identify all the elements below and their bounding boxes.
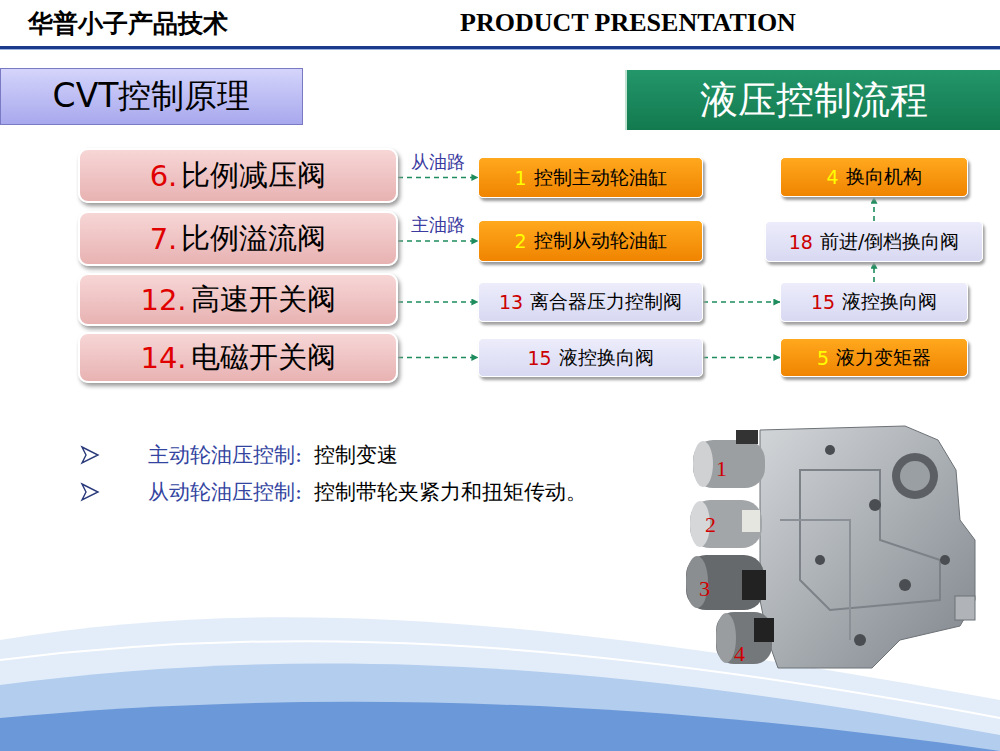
component-box: 1 控制主动轮油缸 [478, 157, 703, 198]
box-label: 离合器压力控制阀 [530, 289, 682, 315]
valve-box: 6.比例减压阀 [78, 148, 398, 203]
item-number: 14. [140, 341, 186, 375]
valve-box: 18 前进/倒档换向阀 [765, 221, 983, 262]
note-heading: 从动轮油压控制: [148, 480, 302, 504]
flow-arrow [873, 262, 875, 282]
item-number: 13 [499, 291, 523, 313]
note-text: 控制变速 [314, 443, 398, 467]
box-label: 液控换向阀 [559, 345, 654, 371]
box-label: 液压控制流程 [700, 75, 928, 126]
item-number: 7. [150, 222, 178, 256]
component-box: 5 液力变矩器 [780, 338, 968, 377]
box-label: 比例溢流阀 [181, 219, 326, 259]
note-text: 控制带轮夹紧力和扭矩传动。 [314, 480, 587, 504]
flow-arrow [873, 197, 875, 221]
item-number: 12. [140, 283, 186, 317]
box-label: 液控换向阀 [842, 289, 937, 315]
bullet-note: 从动轮油压控制: 控制带轮夹紧力和扭矩传动。 [148, 473, 588, 511]
item-number: 18 [789, 231, 813, 253]
component-box: 2 控制从动轮油缸 [478, 220, 703, 262]
flow-arrow [703, 301, 780, 303]
box-label: 高速开关阀 [191, 280, 336, 320]
box-label: 控制主动轮油缸 [534, 165, 667, 191]
box-label: 前进/倒档换向阀 [820, 229, 959, 255]
valve-body-photo [686, 426, 975, 668]
item-number: 6. [150, 159, 178, 193]
bullet-note: 主动轮油压控制: 控制变速 [148, 436, 618, 474]
box-label: 液力变矩器 [836, 345, 931, 371]
item-number: 1 [514, 167, 526, 189]
callout-number: 1 [716, 458, 727, 480]
valve-box: 13 离合器压力控制阀 [478, 282, 703, 322]
valve-box: 15 液控换向阀 [478, 338, 703, 377]
flow-arrow [703, 357, 780, 359]
section-title-box: 液压控制流程 [625, 70, 1000, 130]
flow-arrow [398, 357, 478, 359]
item-number: 15 [811, 291, 835, 313]
bullet-arrows [82, 447, 98, 500]
note-heading: 主动轮油压控制: [148, 443, 302, 467]
component-box: 4 换向机构 [780, 157, 968, 197]
flow-arrow [398, 240, 478, 242]
callout-number: 4 [734, 643, 745, 665]
header-title: 华普小子产品技术 [28, 7, 228, 40]
oil-line-label: 从油路 [411, 151, 465, 173]
item-number: 15 [527, 347, 551, 369]
oil-line-label: 主油路 [411, 214, 465, 236]
item-number: 4 [826, 166, 838, 188]
callout-number: 3 [699, 578, 710, 600]
box-label: 换向机构 [846, 164, 922, 190]
callout-number: 2 [705, 514, 716, 536]
valve-box: 14.电磁开关阀 [78, 332, 398, 383]
valve-box: 15 液控换向阀 [780, 282, 968, 322]
item-number: 2 [514, 230, 526, 252]
header-title: PRODUCT PRESENTATION [460, 8, 796, 38]
box-label: CVT控制原理 [53, 74, 251, 119]
item-number: 5 [817, 347, 829, 369]
valve-box: 7.比例溢流阀 [78, 211, 398, 266]
valve-box: 12.高速开关阀 [78, 273, 398, 326]
box-label: 比例减压阀 [181, 156, 326, 196]
box-label: 电磁开关阀 [191, 338, 336, 378]
box-label: 控制从动轮油缸 [534, 228, 667, 254]
flow-arrow [398, 301, 478, 303]
section-title-box: CVT控制原理 [0, 68, 303, 125]
flow-arrow [398, 177, 478, 179]
